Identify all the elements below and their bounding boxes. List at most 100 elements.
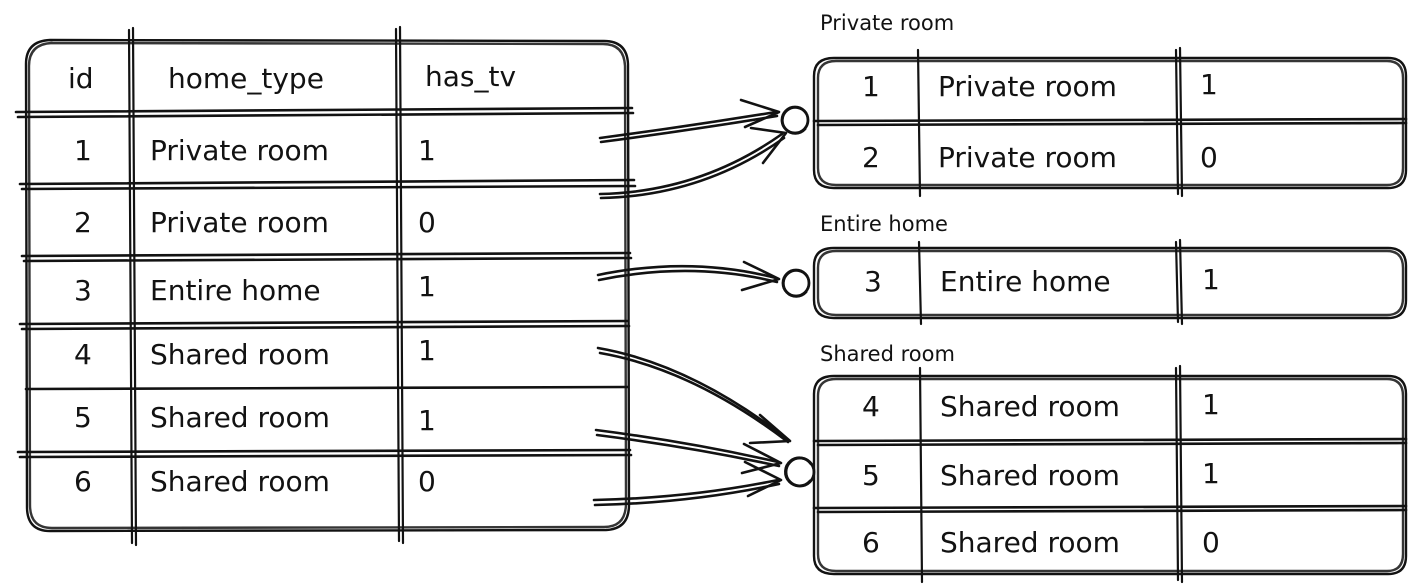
shared-room-cell-id: 6 <box>862 526 880 559</box>
arrow-row6-to-shared-room <box>592 460 783 507</box>
private-room-cell-id: 2 <box>862 141 880 174</box>
source-cell-home-type: Shared room <box>150 465 330 498</box>
source-row-rule-3b <box>20 324 631 331</box>
private-room-cell-home-type: Private room <box>938 70 1117 103</box>
table-row: 5 Shared room 1 <box>74 401 436 437</box>
table-row: 1 Private room 1 <box>862 68 1218 103</box>
source-header-home-type: home_type <box>168 62 324 95</box>
source-row-rule-5b <box>18 453 633 459</box>
entire-home-cell-home-type: Entire home <box>940 265 1111 298</box>
partition-entire-home: Entire home 3 Entire home 1 <box>781 212 1408 326</box>
arrow-row2-to-private-room <box>598 126 788 200</box>
shared-room-col-divider-2b <box>1174 366 1180 582</box>
entire-home-table-frame <box>812 246 1408 320</box>
arrow-row5-to-shared-room <box>594 428 783 475</box>
source-table: id home_type has_tv 1 Private room 1 2 P… <box>14 25 637 547</box>
source-cell-has-tv: 0 <box>418 465 436 498</box>
shared-room-cell-has-tv: 0 <box>1202 526 1220 559</box>
shared-room-cell-has-tv: 1 <box>1202 388 1220 421</box>
private-room-cell-home-type: Private room <box>938 141 1117 174</box>
source-row-rule-1 <box>18 178 636 186</box>
source-cell-has-tv: 1 <box>418 134 436 167</box>
source-cell-has-tv: 1 <box>418 404 436 437</box>
source-cell-id: 1 <box>74 134 92 167</box>
source-cell-id: 4 <box>74 338 92 371</box>
shared-room-cell-home-type: Shared room <box>940 390 1120 423</box>
shared-room-table-frame-double <box>816 377 1405 573</box>
source-cell-id: 3 <box>74 274 92 307</box>
entire-home-table-frame-double <box>816 249 1405 317</box>
arrow-row4-to-shared-room <box>596 346 792 445</box>
source-col-divider-1 <box>131 26 138 547</box>
connector-arrows <box>592 98 792 507</box>
partition-shared-room: Shared room 4 Shared room 1 5 Shared roo… <box>784 342 1408 584</box>
private-room-row-rule-1 <box>812 117 1408 123</box>
source-row-rule-2b <box>22 256 633 263</box>
partition-label-private-room: Private room <box>820 11 954 35</box>
source-col-divider-2b <box>394 27 401 543</box>
arrow-row3-to-entire-home <box>596 260 781 292</box>
source-row-rule-5 <box>16 448 632 454</box>
source-row-rule-2 <box>20 251 632 258</box>
table-row: 2 Private room 0 <box>862 141 1218 174</box>
entire-home-cell-has-tv: 1 <box>1202 263 1220 296</box>
source-row-rule-1b <box>20 184 637 191</box>
partition-private-room: Private room 1 Private room 1 2 Private … <box>780 11 1408 198</box>
source-col-divider-2 <box>398 25 405 545</box>
shared-room-row-rule-2 <box>812 504 1408 510</box>
shared-room-row-rule-2b <box>816 508 1408 514</box>
connector-circle-entire-home-double <box>781 268 809 298</box>
source-header-has-tv: has_tv <box>425 60 516 93</box>
partition-label-shared-room: Shared room <box>820 342 955 366</box>
source-row-rule-4 <box>24 385 630 391</box>
connector-circle-shared-room-double <box>784 456 813 488</box>
table-row: 3 Entire home 1 <box>74 270 436 307</box>
table-row: 3 Entire home 1 <box>864 263 1220 298</box>
private-room-cell-has-tv: 0 <box>1200 141 1218 174</box>
shared-room-row-rule-1 <box>812 437 1408 443</box>
source-cell-id: 6 <box>74 465 92 498</box>
source-cell-home-type: Private room <box>150 134 329 167</box>
entire-home-col-divider-2 <box>1178 238 1184 326</box>
private-room-cell-id: 1 <box>862 70 880 103</box>
arrow-row1-to-private-room <box>598 98 781 144</box>
shared-room-table-frame <box>812 374 1408 576</box>
private-room-col-divider-2b <box>1174 48 1180 196</box>
private-room-cell-has-tv: 1 <box>1200 68 1218 101</box>
source-cell-has-tv: 1 <box>418 270 436 303</box>
source-col-divider-1b <box>127 28 134 545</box>
entire-home-col-divider-1 <box>917 240 923 326</box>
source-header-id: id <box>68 62 94 95</box>
shared-room-cell-home-type: Shared room <box>940 459 1120 492</box>
table-row: 2 Private room 0 <box>74 206 436 239</box>
source-header-rule <box>14 106 634 114</box>
shared-room-row-rule-1b <box>816 441 1408 447</box>
source-cell-home-type: Entire home <box>150 274 321 307</box>
entire-home-cell-id: 3 <box>864 265 882 298</box>
source-cell-home-type: Shared room <box>150 338 330 371</box>
table-row: 6 Shared room 0 <box>862 526 1220 559</box>
shared-room-col-divider-1 <box>918 366 924 584</box>
shared-room-cell-has-tv: 1 <box>1202 457 1220 490</box>
private-room-col-divider-2 <box>1178 46 1184 198</box>
connector-circle-private-room-double <box>780 105 808 135</box>
source-table-frame-double <box>27 41 628 530</box>
source-table-frame <box>24 38 631 533</box>
private-room-row-rule-1b <box>816 121 1408 127</box>
table-row: 4 Shared room 1 <box>74 334 436 371</box>
shared-room-cell-id: 4 <box>862 390 880 423</box>
source-cell-has-tv: 1 <box>418 334 436 367</box>
entire-home-col-divider-2b <box>1174 240 1180 324</box>
source-cell-has-tv: 0 <box>418 206 436 239</box>
source-cell-id: 2 <box>74 206 92 239</box>
table-row: 5 Shared room 1 <box>862 457 1220 492</box>
private-room-table-frame <box>812 56 1408 190</box>
source-cell-home-type: Shared room <box>150 401 330 434</box>
source-cell-id: 5 <box>74 401 92 434</box>
table-row: 1 Private room 1 <box>74 134 436 167</box>
source-header-rule-b <box>16 111 635 119</box>
shared-room-cell-home-type: Shared room <box>940 526 1120 559</box>
private-room-col-divider-1 <box>916 48 922 198</box>
table-row: 6 Shared room 0 <box>74 465 436 498</box>
